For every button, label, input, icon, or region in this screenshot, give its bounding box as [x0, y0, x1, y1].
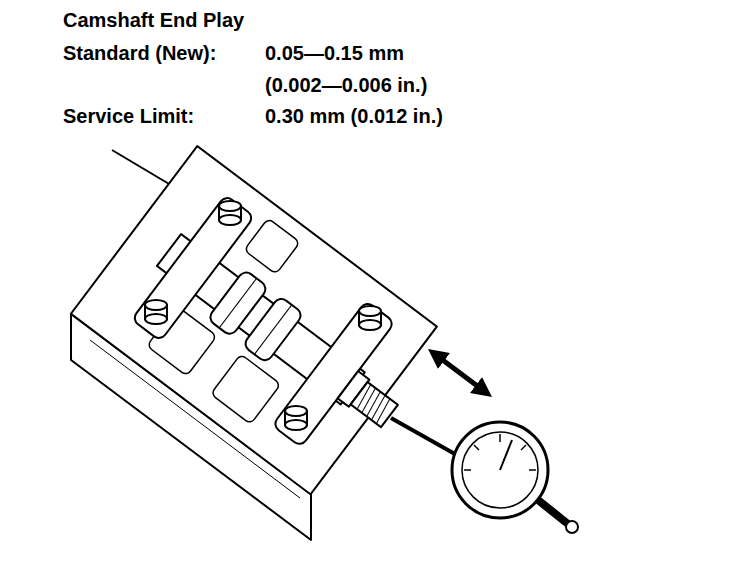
spec-label: (0.002—0.006 in.): [265, 73, 427, 97]
movement-arrow: [436, 355, 484, 391]
lobe-line: [254, 305, 291, 355]
cap-bolts: [145, 201, 381, 430]
spring-seat: [244, 218, 300, 274]
dial-stem-cap: [566, 521, 578, 533]
spec-label: 0.30 mm (0.012 in.): [265, 104, 443, 128]
dial-face: [462, 432, 538, 508]
spec-label: 0.05—0.15 mm: [265, 41, 404, 65]
dial-ticks: [464, 434, 536, 470]
dial-stem: [538, 500, 568, 524]
title: Camshaft End Play: [63, 8, 244, 32]
head-deck: [71, 146, 437, 494]
cam-lobe: [242, 296, 303, 364]
probe-rod: [391, 418, 462, 458]
threaded-end: [351, 382, 398, 427]
lobe-line: [219, 278, 256, 328]
spring-seat: [211, 354, 281, 424]
dial-needle: [500, 440, 512, 470]
dial-gauge: [452, 422, 548, 518]
bearing-cap: [272, 301, 395, 447]
spec-label: Standard (New):: [63, 41, 216, 65]
bearing-cap: [132, 195, 255, 341]
spec-label: Service Limit:: [63, 104, 194, 128]
